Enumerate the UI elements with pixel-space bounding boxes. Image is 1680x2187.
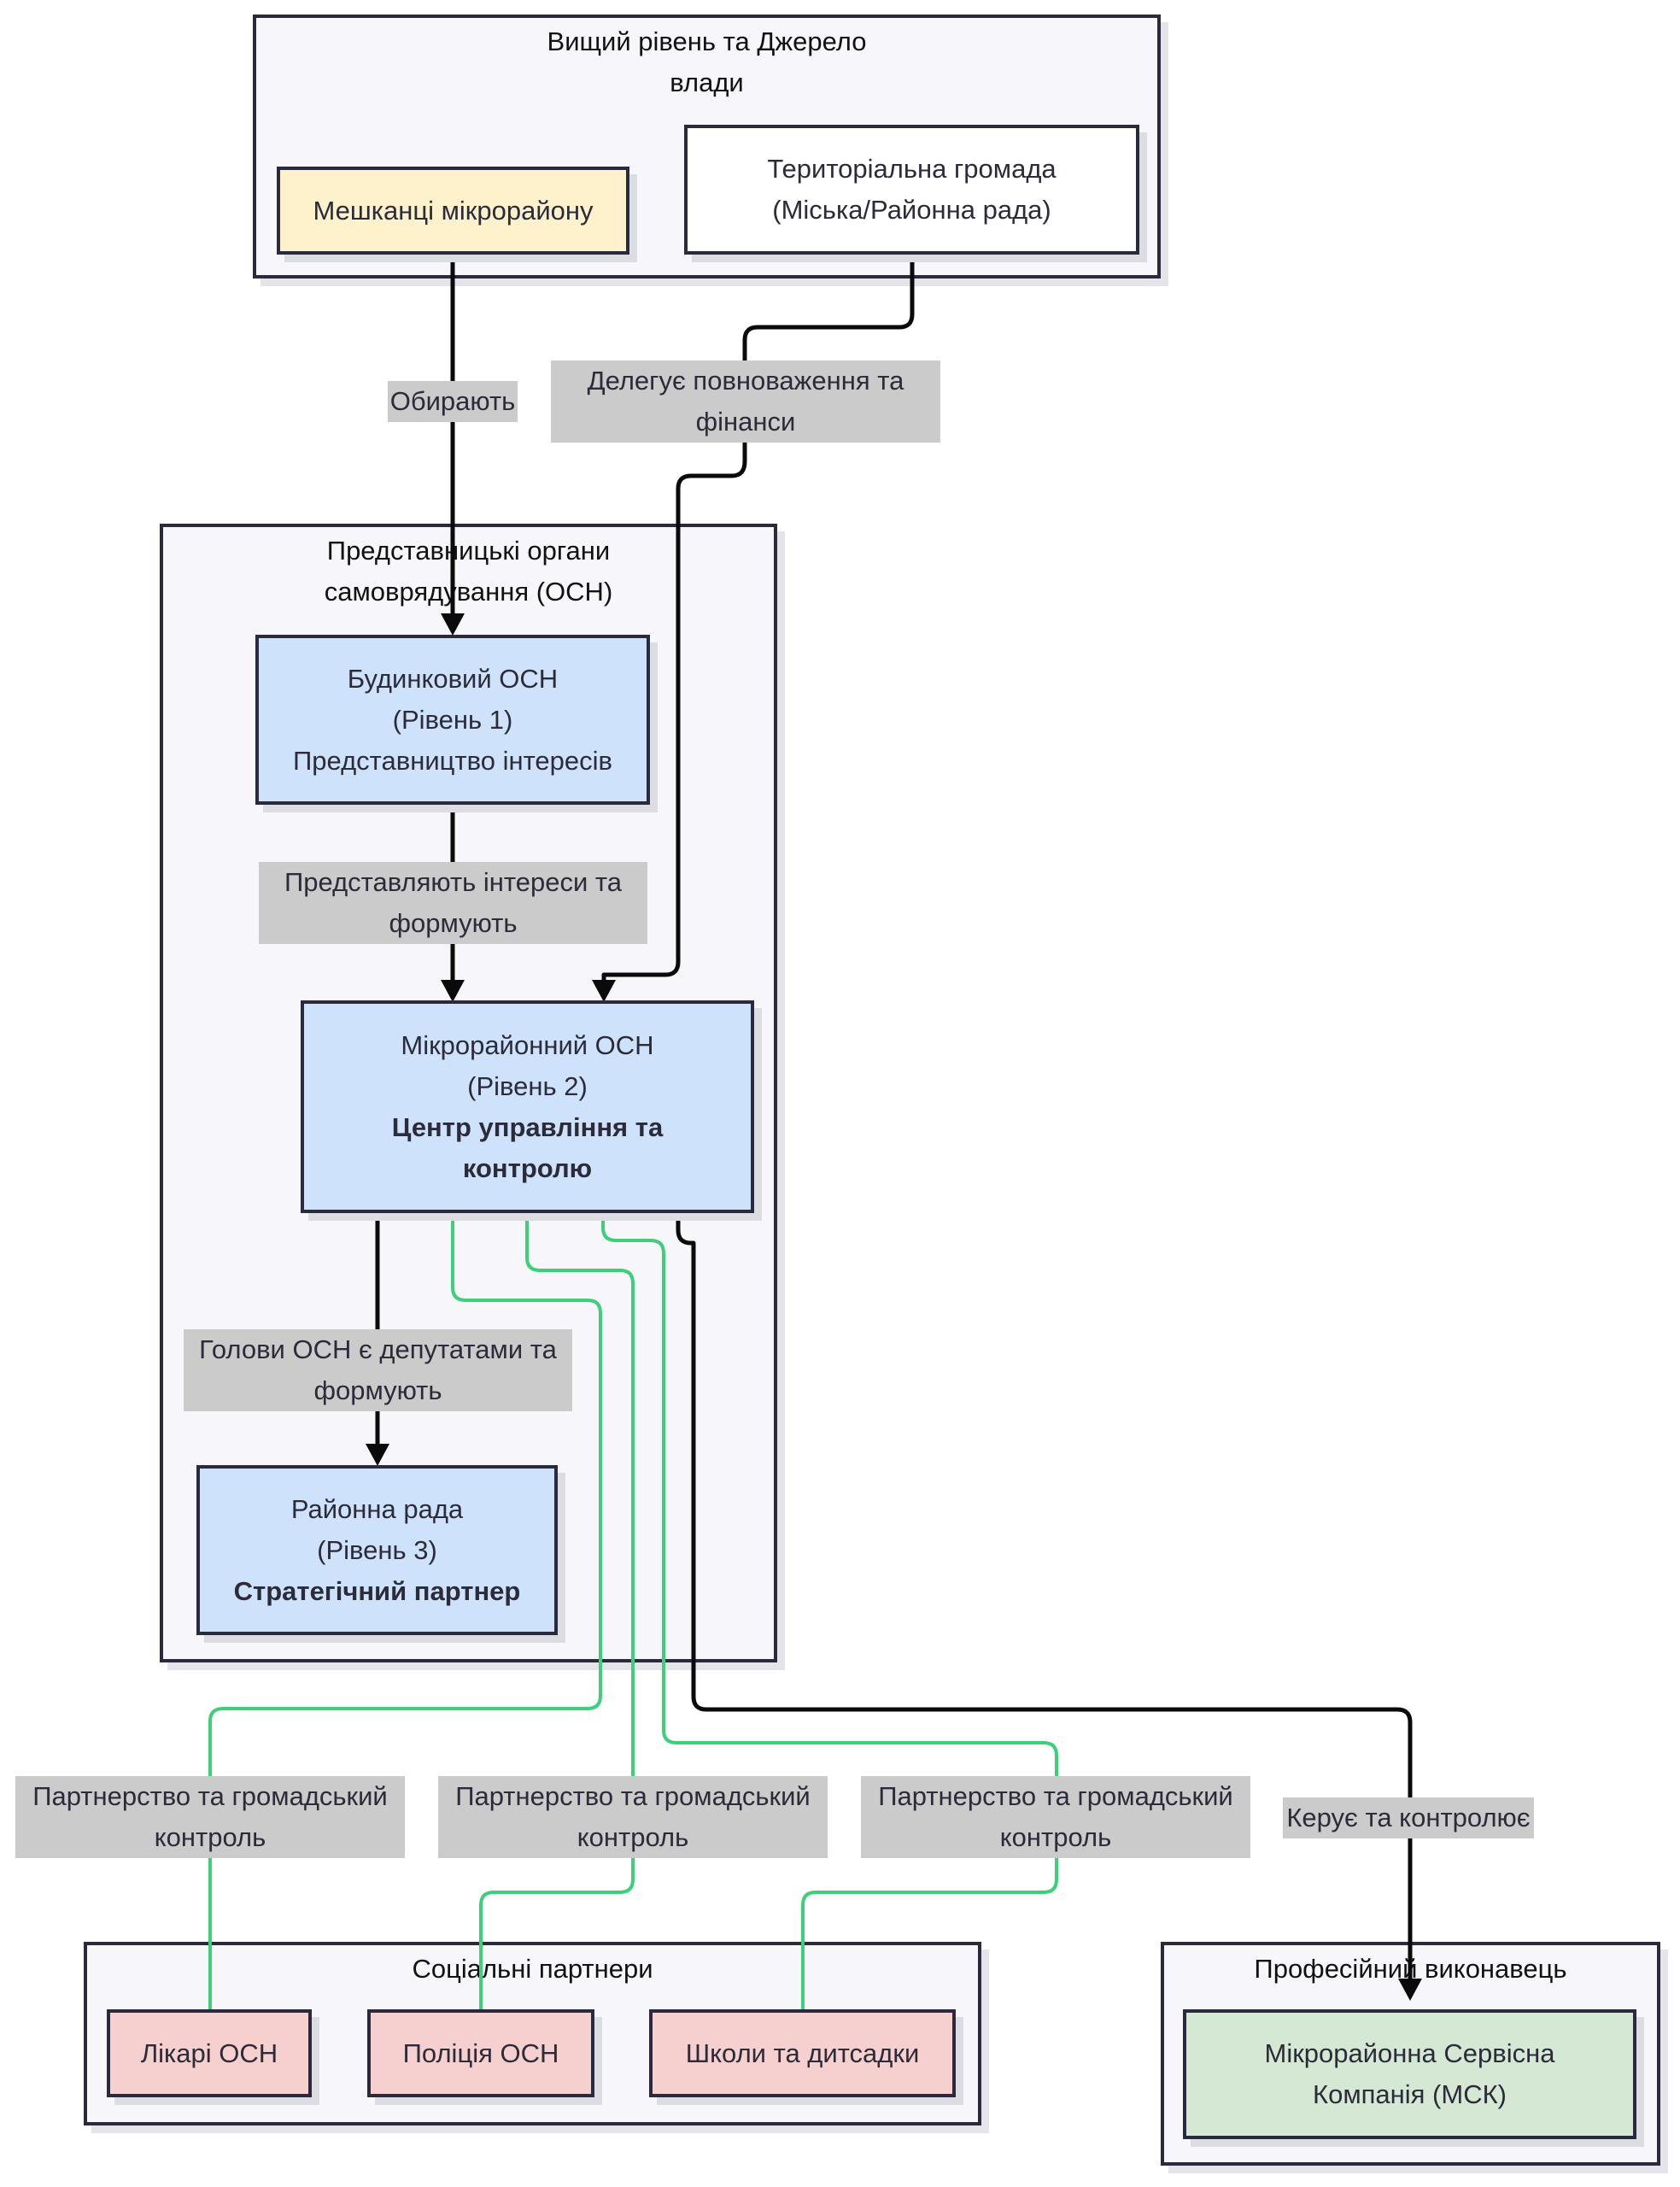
edge-label-represent: Представляють інтереси та формують: [259, 862, 647, 944]
edge-label-manage: Керує та контролює: [1283, 1797, 1534, 1838]
node-micro-osn: Мікрорайонний ОСН (Рівень 2) Центр управ…: [301, 1000, 754, 1213]
cluster-professional-executor-title: Професійний виконавець: [1254, 1954, 1567, 1984]
node-schools: Школи та дитсадки: [649, 2009, 956, 2097]
node-district-council: Районна рада (Рівень 3) Стратегічний пар…: [196, 1465, 558, 1635]
node-district-line2: (Рівень 3): [317, 1534, 437, 1565]
edge-micro-to-company: [676, 1213, 1413, 1979]
node-community-line2: (Міська/Районна рада): [772, 195, 1051, 225]
edge-label-partner-doctors: Партнерство та громадський контроль: [15, 1776, 405, 1858]
node-doctors: Лікарі ОСН: [107, 2009, 312, 2097]
node-house-line1: Будинковий ОСН: [347, 663, 559, 694]
node-micro-bold2: контролю: [462, 1152, 593, 1183]
edge-label-partner-schools: Партнерство та громадський контроль: [861, 1776, 1250, 1858]
edge-label-delegate: Делегує повноваження та фінанси: [551, 361, 940, 443]
node-house-line2: (Рівень 1): [392, 704, 513, 735]
node-residents: Мешканці мікрорайону: [277, 167, 629, 255]
node-police: Поліція ОСН: [367, 2009, 594, 2097]
node-micro-line2: (Рівень 2): [467, 1070, 588, 1101]
node-police-label: Поліція ОСН: [402, 2037, 559, 2068]
edge-label-partner-police: Партнерство та громадський контроль: [438, 1776, 828, 1858]
cluster-osn-title: Представницькі органи самоврядування (ОС…: [324, 536, 613, 607]
node-district-line1: Районна рада: [290, 1493, 464, 1524]
node-micro-line1: Мікрорайонний ОСН: [401, 1029, 654, 1060]
node-doctors-label: Лікарі ОСН: [140, 2037, 278, 2068]
node-territorial-community: Територіальна громада (Міська/Районна ра…: [684, 125, 1139, 255]
node-residents-label: Мешканці мікрорайону: [313, 195, 594, 226]
node-house-osn: Будинковий ОСН (Рівень 1) Представництво…: [255, 635, 650, 805]
edge-label-elect: Обирають: [388, 381, 518, 422]
node-company-line2: Компанія (МСК): [1313, 2079, 1507, 2109]
node-house-line3: Представництво інтересів: [292, 745, 613, 776]
node-service-company: Мікрорайонна Сервісна Компанія (МСК): [1183, 2009, 1636, 2139]
node-micro-bold1: Центр управління та: [391, 1111, 664, 1142]
node-district-bold: Стратегічний партнер: [233, 1575, 521, 1606]
cluster-social-partners-title: Соціальні партнери: [412, 1954, 653, 1984]
node-schools-label: Школи та дитсадки: [685, 2037, 920, 2068]
edge-label-heads: Голови ОСН є депутатами та формують: [184, 1329, 572, 1411]
cluster-top-level-title: Вищий рівень та Джерело влади: [547, 26, 867, 97]
node-community-line1: Територіальна громада: [767, 154, 1057, 184]
node-company-line1: Мікрорайонна Сервісна: [1264, 2038, 1555, 2068]
